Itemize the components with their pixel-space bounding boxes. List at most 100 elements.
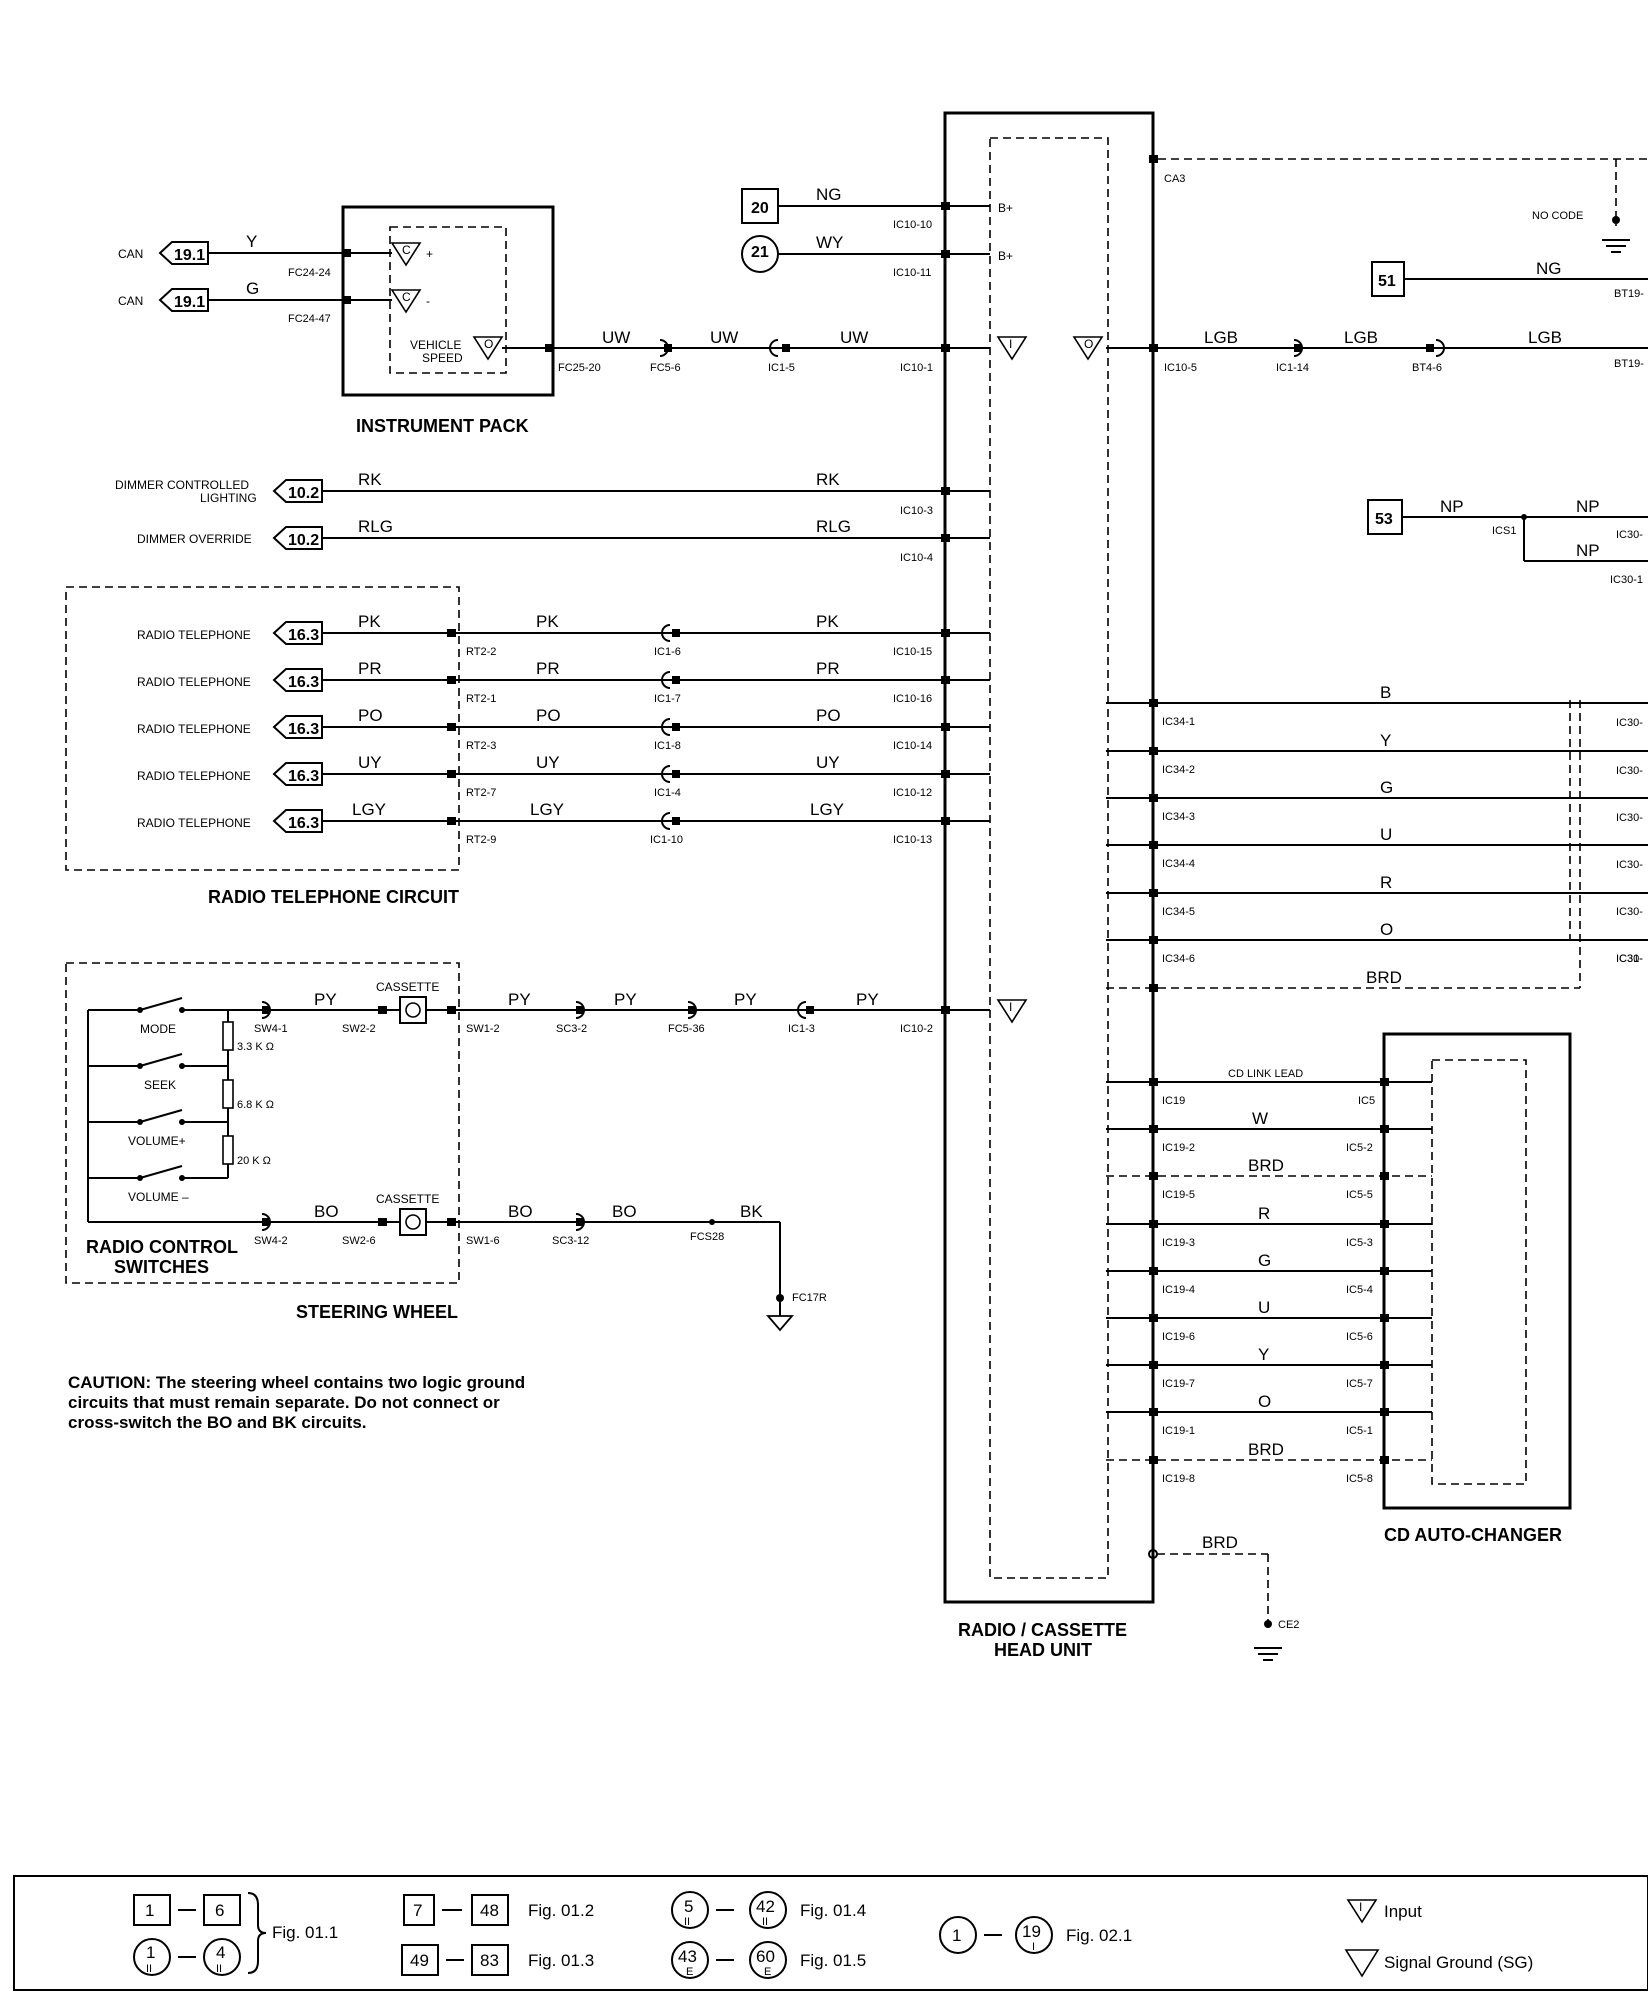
svg-text:LGB: LGB	[1528, 328, 1562, 347]
head-unit-title: RADIO / CASSETTE	[958, 1620, 1127, 1640]
right-side-circuits: CA3 NO CODE 51 NG BT19- IC10-5 LGB IC1-1…	[1106, 155, 1648, 586]
svg-text:10.2: 10.2	[288, 532, 319, 549]
svg-text:RT2-1: RT2-1	[466, 693, 496, 705]
svg-text:IC19-1: IC19-1	[1162, 1425, 1195, 1437]
svg-text:IC30-: IC30-	[1616, 529, 1643, 541]
svg-text:E: E	[686, 1966, 693, 1978]
svg-text:+: +	[426, 247, 433, 261]
svg-text:FC24-47: FC24-47	[288, 313, 331, 325]
svg-text:Fig. 01.5: Fig. 01.5	[800, 1951, 866, 1970]
svg-text:IC19: IC19	[1162, 1095, 1185, 1107]
svg-text:SWITCHES: SWITCHES	[114, 1257, 209, 1277]
svg-text:SW2-6: SW2-6	[342, 1235, 376, 1247]
svg-text:IC5-5: IC5-5	[1346, 1189, 1373, 1201]
svg-text:RADIO TELEPHONE: RADIO TELEPHONE	[137, 769, 251, 783]
svg-text:RLG: RLG	[358, 517, 393, 536]
svg-text:BRD: BRD	[1366, 968, 1402, 987]
svg-text:IC30-: IC30-	[1616, 717, 1643, 729]
svg-text:IC34-1: IC34-1	[1162, 716, 1195, 728]
svg-text:IC19-5: IC19-5	[1162, 1189, 1195, 1201]
can-inputs: CAN 19.1 Y FC24-24 CAN 19.1 G FC24-47	[118, 232, 392, 325]
svg-text:SW4-2: SW4-2	[254, 1235, 288, 1247]
svg-text:RT2-7: RT2-7	[466, 787, 496, 799]
svg-text:IC10-2: IC10-2	[900, 1023, 933, 1035]
svg-text:G: G	[1380, 778, 1393, 797]
vehicle-speed-label-2: SPEED	[422, 351, 463, 365]
svg-text:IC10-12: IC10-12	[893, 787, 932, 799]
instrument-pack-title: INSTRUMENT PACK	[356, 416, 529, 436]
svg-text:II: II	[762, 1916, 768, 1928]
svg-text:IC1-8: IC1-8	[654, 740, 681, 752]
volume-minus-label: VOLUME –	[128, 1190, 189, 1204]
svg-text:Y: Y	[1258, 1345, 1269, 1364]
svg-text:I: I	[1032, 1941, 1035, 1953]
svg-text:IC5: IC5	[1358, 1095, 1375, 1107]
dimmer-inputs: DIMMER CONTROLLED LIGHTING 10.2 RK RK IC…	[115, 470, 990, 564]
svg-text:I: I	[1009, 1000, 1012, 1014]
svg-text:FC25-20: FC25-20	[558, 362, 601, 374]
svg-text:RADIO TELEPHONE: RADIO TELEPHONE	[137, 816, 251, 830]
steering-wheel: STEERING WHEEL RADIO CONTROL SWITCHES MO…	[65, 962, 460, 1322]
svg-text:NP: NP	[1576, 541, 1600, 560]
svg-text:PY: PY	[314, 990, 337, 1009]
svg-text:16.3: 16.3	[288, 721, 319, 738]
svg-text:BT4-6: BT4-6	[1412, 362, 1442, 374]
svg-text:BRD: BRD	[1202, 1533, 1238, 1552]
svg-text:CAN: CAN	[118, 294, 143, 308]
seek-switch-label: SEEK	[144, 1078, 176, 1092]
svg-text:NG: NG	[1536, 259, 1562, 278]
svg-text:Fig. 02.1: Fig. 02.1	[1066, 1926, 1132, 1945]
svg-text:O: O	[1084, 337, 1093, 351]
svg-text:UW: UW	[710, 328, 738, 347]
svg-text:83: 83	[480, 1951, 499, 1970]
svg-text:WY: WY	[816, 233, 843, 252]
svg-text:IC1-6: IC1-6	[654, 646, 681, 658]
svg-text:FCS28: FCS28	[690, 1231, 724, 1243]
svg-text:RT2-2: RT2-2	[466, 646, 496, 658]
svg-text:PK: PK	[358, 612, 381, 631]
instrument-pack: INSTRUMENT PACK VEHICLE SPEED C + C - O	[341, 205, 555, 436]
steering-wheel-wires: SW1-2 PY SC3-2 PY FC5-36 PY IC1-3 PY IC1…	[426, 990, 990, 1332]
svg-text:UY: UY	[358, 753, 382, 772]
svg-text:FC5-6: FC5-6	[650, 362, 681, 374]
svg-text:IC10-10: IC10-10	[893, 219, 932, 231]
can-ref-2: 19.1	[174, 294, 205, 311]
svg-text:3.3 K Ω: 3.3 K Ω	[237, 1041, 274, 1053]
svg-text:I: I	[1009, 337, 1012, 351]
svg-text:PY: PY	[734, 990, 757, 1009]
svg-text:IC5-6: IC5-6	[1346, 1331, 1373, 1343]
svg-text:42: 42	[756, 1897, 775, 1916]
svg-text:20 K Ω: 20 K Ω	[237, 1155, 271, 1167]
svg-text:SW2-2: SW2-2	[342, 1023, 376, 1035]
svg-text:II: II	[216, 1963, 222, 1975]
svg-text:4: 4	[216, 1943, 225, 1962]
svg-text:IC10-5: IC10-5	[1164, 362, 1197, 374]
svg-text:R: R	[1258, 1204, 1270, 1223]
svg-text:IC10-16: IC10-16	[893, 693, 932, 705]
svg-text:CD LINK LEAD: CD LINK LEAD	[1228, 1068, 1303, 1080]
svg-text:Fig. 01.4: Fig. 01.4	[800, 1901, 866, 1920]
svg-text:16.3: 16.3	[288, 815, 319, 832]
svg-text:UY: UY	[536, 753, 560, 772]
svg-text:IC19-6: IC19-6	[1162, 1331, 1195, 1343]
speed-o-symbol: O	[484, 337, 493, 351]
svg-text:IC1-3: IC1-3	[788, 1023, 815, 1035]
svg-text:IC34-5: IC34-5	[1162, 906, 1195, 918]
svg-text:PY: PY	[614, 990, 637, 1009]
svg-text:I: I	[1359, 1900, 1362, 1914]
svg-text:IC19-4: IC19-4	[1162, 1284, 1195, 1296]
svg-text:1: 1	[146, 1943, 155, 1962]
svg-text:5: 5	[684, 1897, 693, 1916]
svg-text:IC1-4: IC1-4	[654, 787, 681, 799]
svg-text:PK: PK	[816, 612, 839, 631]
svg-text:PR: PR	[358, 659, 382, 678]
svg-text:1: 1	[145, 1901, 154, 1920]
svg-text:IC5-4: IC5-4	[1346, 1284, 1373, 1296]
ref-51: 51	[1378, 273, 1396, 290]
cassette-label-2: CASSETTE	[376, 1192, 439, 1206]
svg-text:NP: NP	[1576, 497, 1600, 516]
svg-text:R: R	[1380, 873, 1392, 892]
svg-text:LGY: LGY	[530, 800, 564, 819]
svg-text:G: G	[246, 279, 259, 298]
svg-text:60: 60	[756, 1947, 775, 1966]
